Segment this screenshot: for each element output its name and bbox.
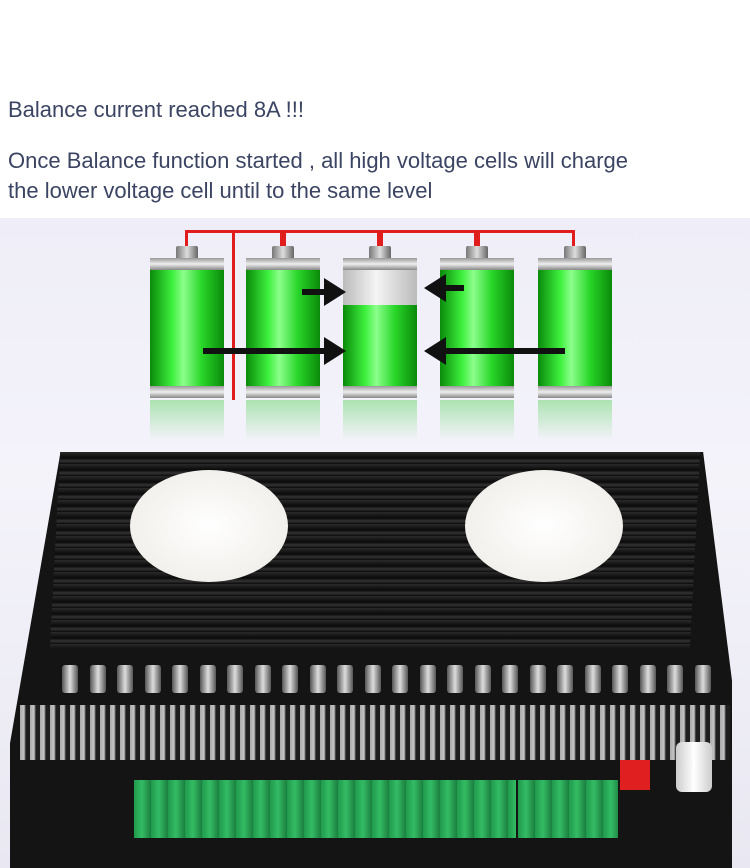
arrow-right-icon	[203, 337, 346, 365]
capacitor	[584, 665, 601, 693]
capacitor	[502, 665, 518, 693]
capacitor	[144, 665, 161, 693]
capacitor	[419, 665, 436, 693]
battery-cell	[246, 246, 320, 398]
terminal-block	[134, 780, 516, 838]
push-button	[676, 742, 712, 792]
capacitor	[117, 665, 133, 693]
description-line-1: Once Balance function started , all high…	[8, 148, 629, 173]
capacitor	[447, 665, 463, 693]
capacitor	[62, 665, 78, 693]
capacitor	[694, 665, 711, 693]
battery-cell	[440, 246, 514, 398]
capacitor	[639, 665, 656, 693]
headline: Balance current reached 8A !!!	[8, 97, 304, 122]
capacitor	[254, 665, 271, 693]
capacitor	[227, 665, 243, 693]
battery-cell	[150, 246, 224, 398]
arrow-left-icon	[424, 337, 565, 365]
arrow-left-icon	[424, 274, 464, 302]
capacitor	[199, 665, 216, 693]
capacitor	[337, 665, 353, 693]
capacitor	[557, 665, 573, 693]
battery-cell	[538, 246, 612, 398]
component-strip	[20, 705, 730, 760]
capacitor	[89, 665, 106, 693]
capacitor	[309, 665, 326, 693]
capacitor	[667, 665, 683, 693]
thermal-pad	[130, 470, 288, 582]
terminal-block	[518, 780, 618, 838]
thermal-pad	[465, 470, 623, 582]
arrow-right-icon	[302, 278, 346, 306]
capacitor	[282, 665, 298, 693]
capacitor	[172, 665, 188, 693]
capacitor	[529, 665, 546, 693]
capacitor	[392, 665, 408, 693]
capacitor	[612, 665, 628, 693]
battery-cell-low	[343, 246, 417, 398]
capacitor	[364, 665, 381, 693]
dip-switch	[620, 760, 650, 790]
capacitor	[474, 665, 491, 693]
description-line-2: the lower voltage cell until to the same…	[8, 178, 433, 203]
